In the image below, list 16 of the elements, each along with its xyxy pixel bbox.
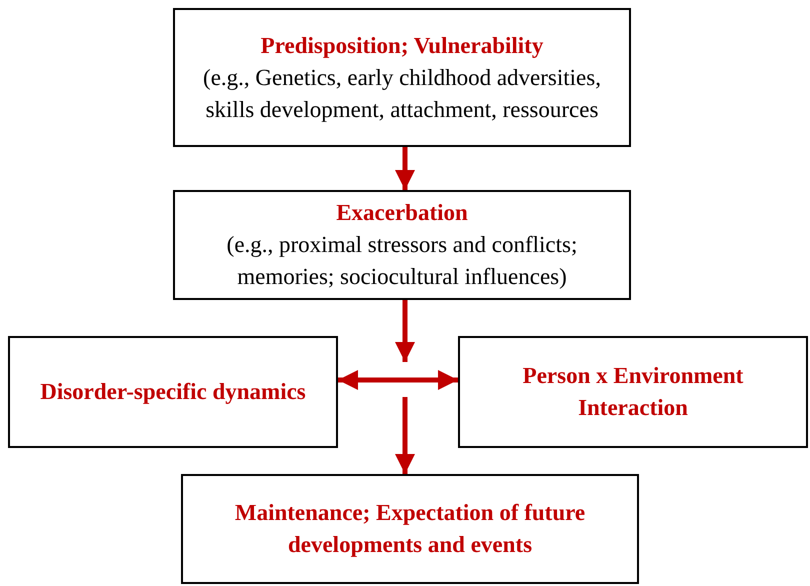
arrow	[395, 300, 415, 362]
arrow	[395, 397, 415, 474]
arrow	[395, 147, 415, 190]
process-box	[173, 8, 631, 147]
process-box	[181, 474, 639, 584]
process-box	[173, 190, 631, 300]
box-heading: Disorder-specific dynamics	[40, 378, 306, 406]
process-box	[458, 336, 808, 448]
box-heading: Maintenance; Expectation of future developments and events	[234, 499, 586, 559]
arrow	[338, 370, 458, 390]
box-description: (e.g., proximal stressors and conflicts; memories; sociocultural influences)	[226, 231, 578, 291]
box-heading: Predisposition; Vulnerability	[260, 32, 544, 60]
box-heading: Exacerbation	[336, 199, 468, 227]
box-heading: Person x Environment Interaction	[522, 362, 744, 422]
process-box	[8, 336, 338, 448]
box-description: (e.g., Genetics, early childhood adversities, skills development, attachment, ressources	[202, 64, 602, 124]
